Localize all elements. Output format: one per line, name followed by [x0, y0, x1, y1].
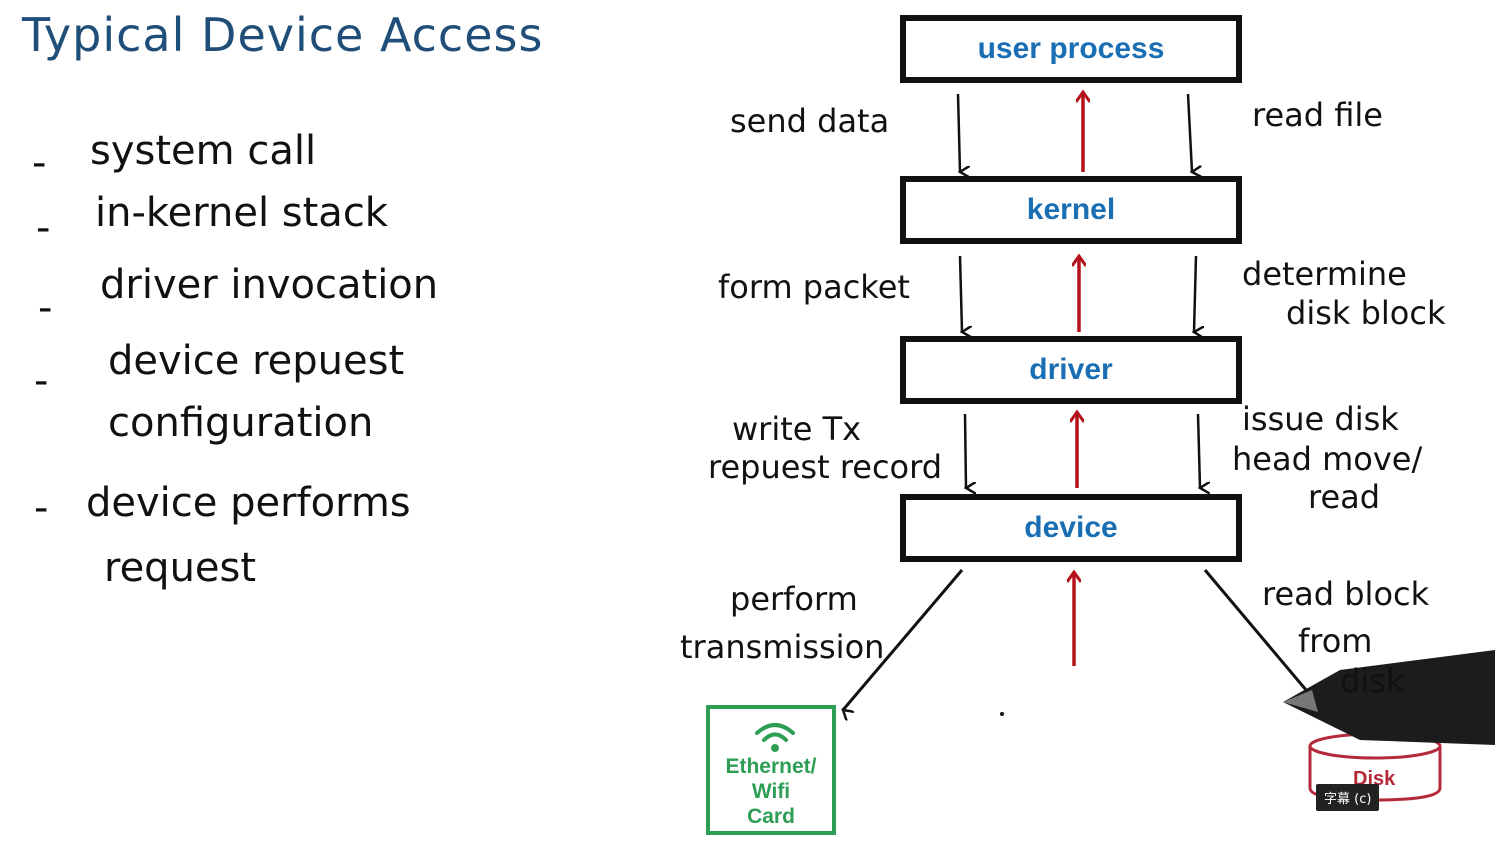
label-send-data: send data [730, 102, 890, 140]
label-from: from [1298, 622, 1373, 660]
step-dash: - [38, 285, 53, 331]
diag-arrow-card [843, 569, 964, 710]
box-kernel: kernel [900, 176, 1242, 244]
label-issue-disk: issue disk [1242, 400, 1399, 438]
box-driver-label: driver [1029, 353, 1113, 386]
caption-button[interactable]: 字幕 (c) [1316, 784, 1380, 811]
label-disk-block: disk block [1286, 294, 1446, 332]
step-dash: - [34, 485, 49, 531]
label-write-tx: write Tx [732, 410, 862, 448]
box-user-process-label: user process [977, 32, 1165, 65]
step-text: device repuest [108, 338, 405, 384]
step-text-cont: configuration [108, 400, 374, 446]
card-label-1: Ethernet/ [725, 755, 817, 778]
down-arrow-issue [1196, 413, 1200, 488]
network-card: Ethernet/ Wifi Card [706, 705, 836, 835]
down-arrow-packet [958, 255, 962, 332]
label-issue-read: read [1308, 478, 1381, 516]
box-driver: driver [900, 336, 1242, 404]
down-arrow-block [1194, 255, 1196, 332]
box-user-process: user process [900, 15, 1242, 83]
label-head-move: head move/ [1232, 440, 1423, 478]
step-text: driver invocation [100, 262, 439, 308]
step-dash: - [36, 205, 51, 251]
step-text: system call [90, 128, 317, 174]
page-title: Typical Device Access [22, 8, 544, 62]
pen-icon [1283, 650, 1495, 745]
stray-dot [1000, 712, 1004, 716]
down-arrow-read [1186, 93, 1192, 172]
label-perform: perform [730, 580, 858, 618]
step-dash: - [32, 140, 47, 186]
label-read-file: read file [1252, 96, 1383, 134]
step-text-cont: request [104, 545, 257, 591]
label-form-packet: form packet [718, 268, 910, 306]
step-dash: - [34, 358, 49, 404]
wifi-icon [755, 723, 795, 752]
box-device-label: device [1024, 511, 1118, 544]
box-device: device [900, 494, 1242, 562]
down-arrow-send [956, 93, 960, 172]
card-label-2: Wifi [751, 780, 791, 803]
label-determine: determine [1242, 255, 1407, 293]
down-arrow-tx [963, 413, 966, 488]
label-request-record: repuest record [708, 448, 943, 486]
label-disk: disk [1340, 662, 1405, 700]
label-read-block: read block [1262, 575, 1430, 613]
step-text: in-kernel stack [95, 190, 388, 236]
step-text: device performs [86, 480, 411, 526]
label-transmission: transmission [680, 628, 885, 666]
card-label-3: Card [747, 805, 795, 828]
box-kernel-label: kernel [1026, 193, 1116, 226]
